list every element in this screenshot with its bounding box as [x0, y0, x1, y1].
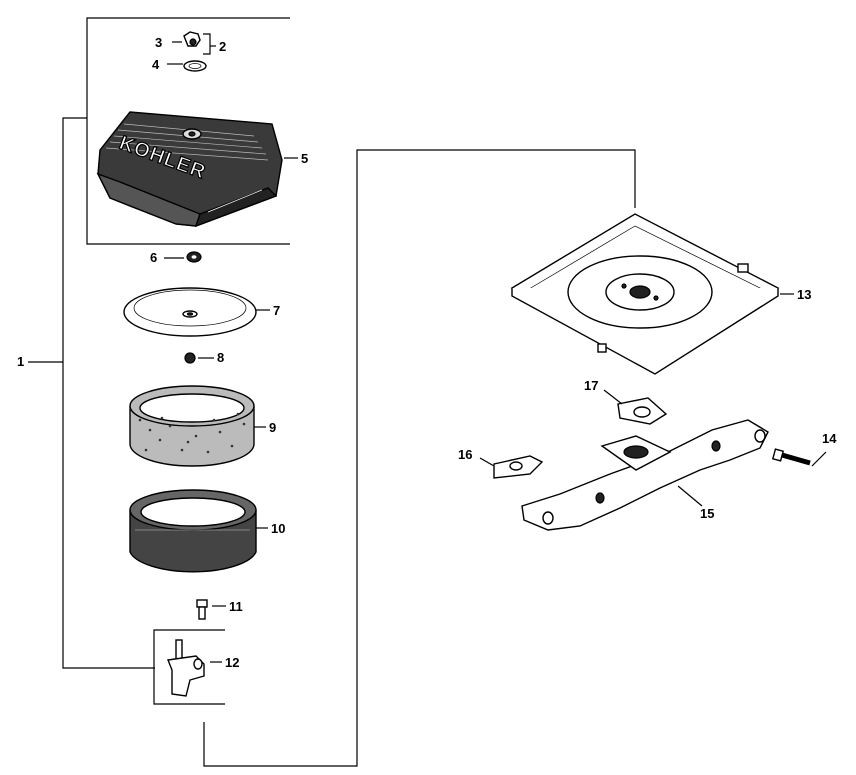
- hex-bolt-small: [196, 599, 226, 620]
- callout-6: 6: [150, 250, 157, 265]
- callout-13: 13: [797, 287, 811, 302]
- callout-16: 16: [458, 447, 472, 462]
- callout-7: 7: [273, 303, 280, 318]
- air-cleaner-base: [510, 213, 794, 375]
- callout-1: 1: [17, 354, 24, 369]
- callout-11: 11: [229, 599, 243, 614]
- callout-numbers: 1 2 3 4 5 6 7 8 9 10 11 12 13 14 15 16 1…: [17, 35, 837, 670]
- air-intake-elbow: [521, 419, 769, 531]
- callout-10: 10: [271, 521, 285, 536]
- hex-bolt-long: [771, 448, 827, 467]
- callout-9: 9: [269, 420, 276, 435]
- element-cover: [123, 287, 270, 337]
- callout-3: 3: [155, 35, 162, 50]
- paper-air-filter-element: [129, 489, 268, 573]
- mounting-bracket: [167, 639, 222, 697]
- callout-2: 2: [219, 39, 226, 54]
- callout-8: 8: [217, 350, 224, 365]
- callout-17: 17: [584, 378, 598, 393]
- callout-4: 4: [152, 57, 160, 72]
- precleaner-foam: [129, 385, 266, 467]
- wing-nut: [172, 31, 201, 47]
- gasket-upper: [603, 389, 668, 425]
- seal-washer: [167, 60, 207, 72]
- callout-15: 15: [700, 506, 714, 521]
- callout-14: 14: [822, 431, 837, 446]
- callout-5: 5: [301, 151, 308, 166]
- small-nut: [164, 251, 202, 263]
- gasket-left: [479, 455, 544, 479]
- assembly-bracket-lines: [28, 17, 636, 767]
- wing-nut-lower: [184, 352, 214, 364]
- callout-12: 12: [225, 655, 239, 670]
- air-cleaner-cover: KOHLER: [96, 111, 298, 228]
